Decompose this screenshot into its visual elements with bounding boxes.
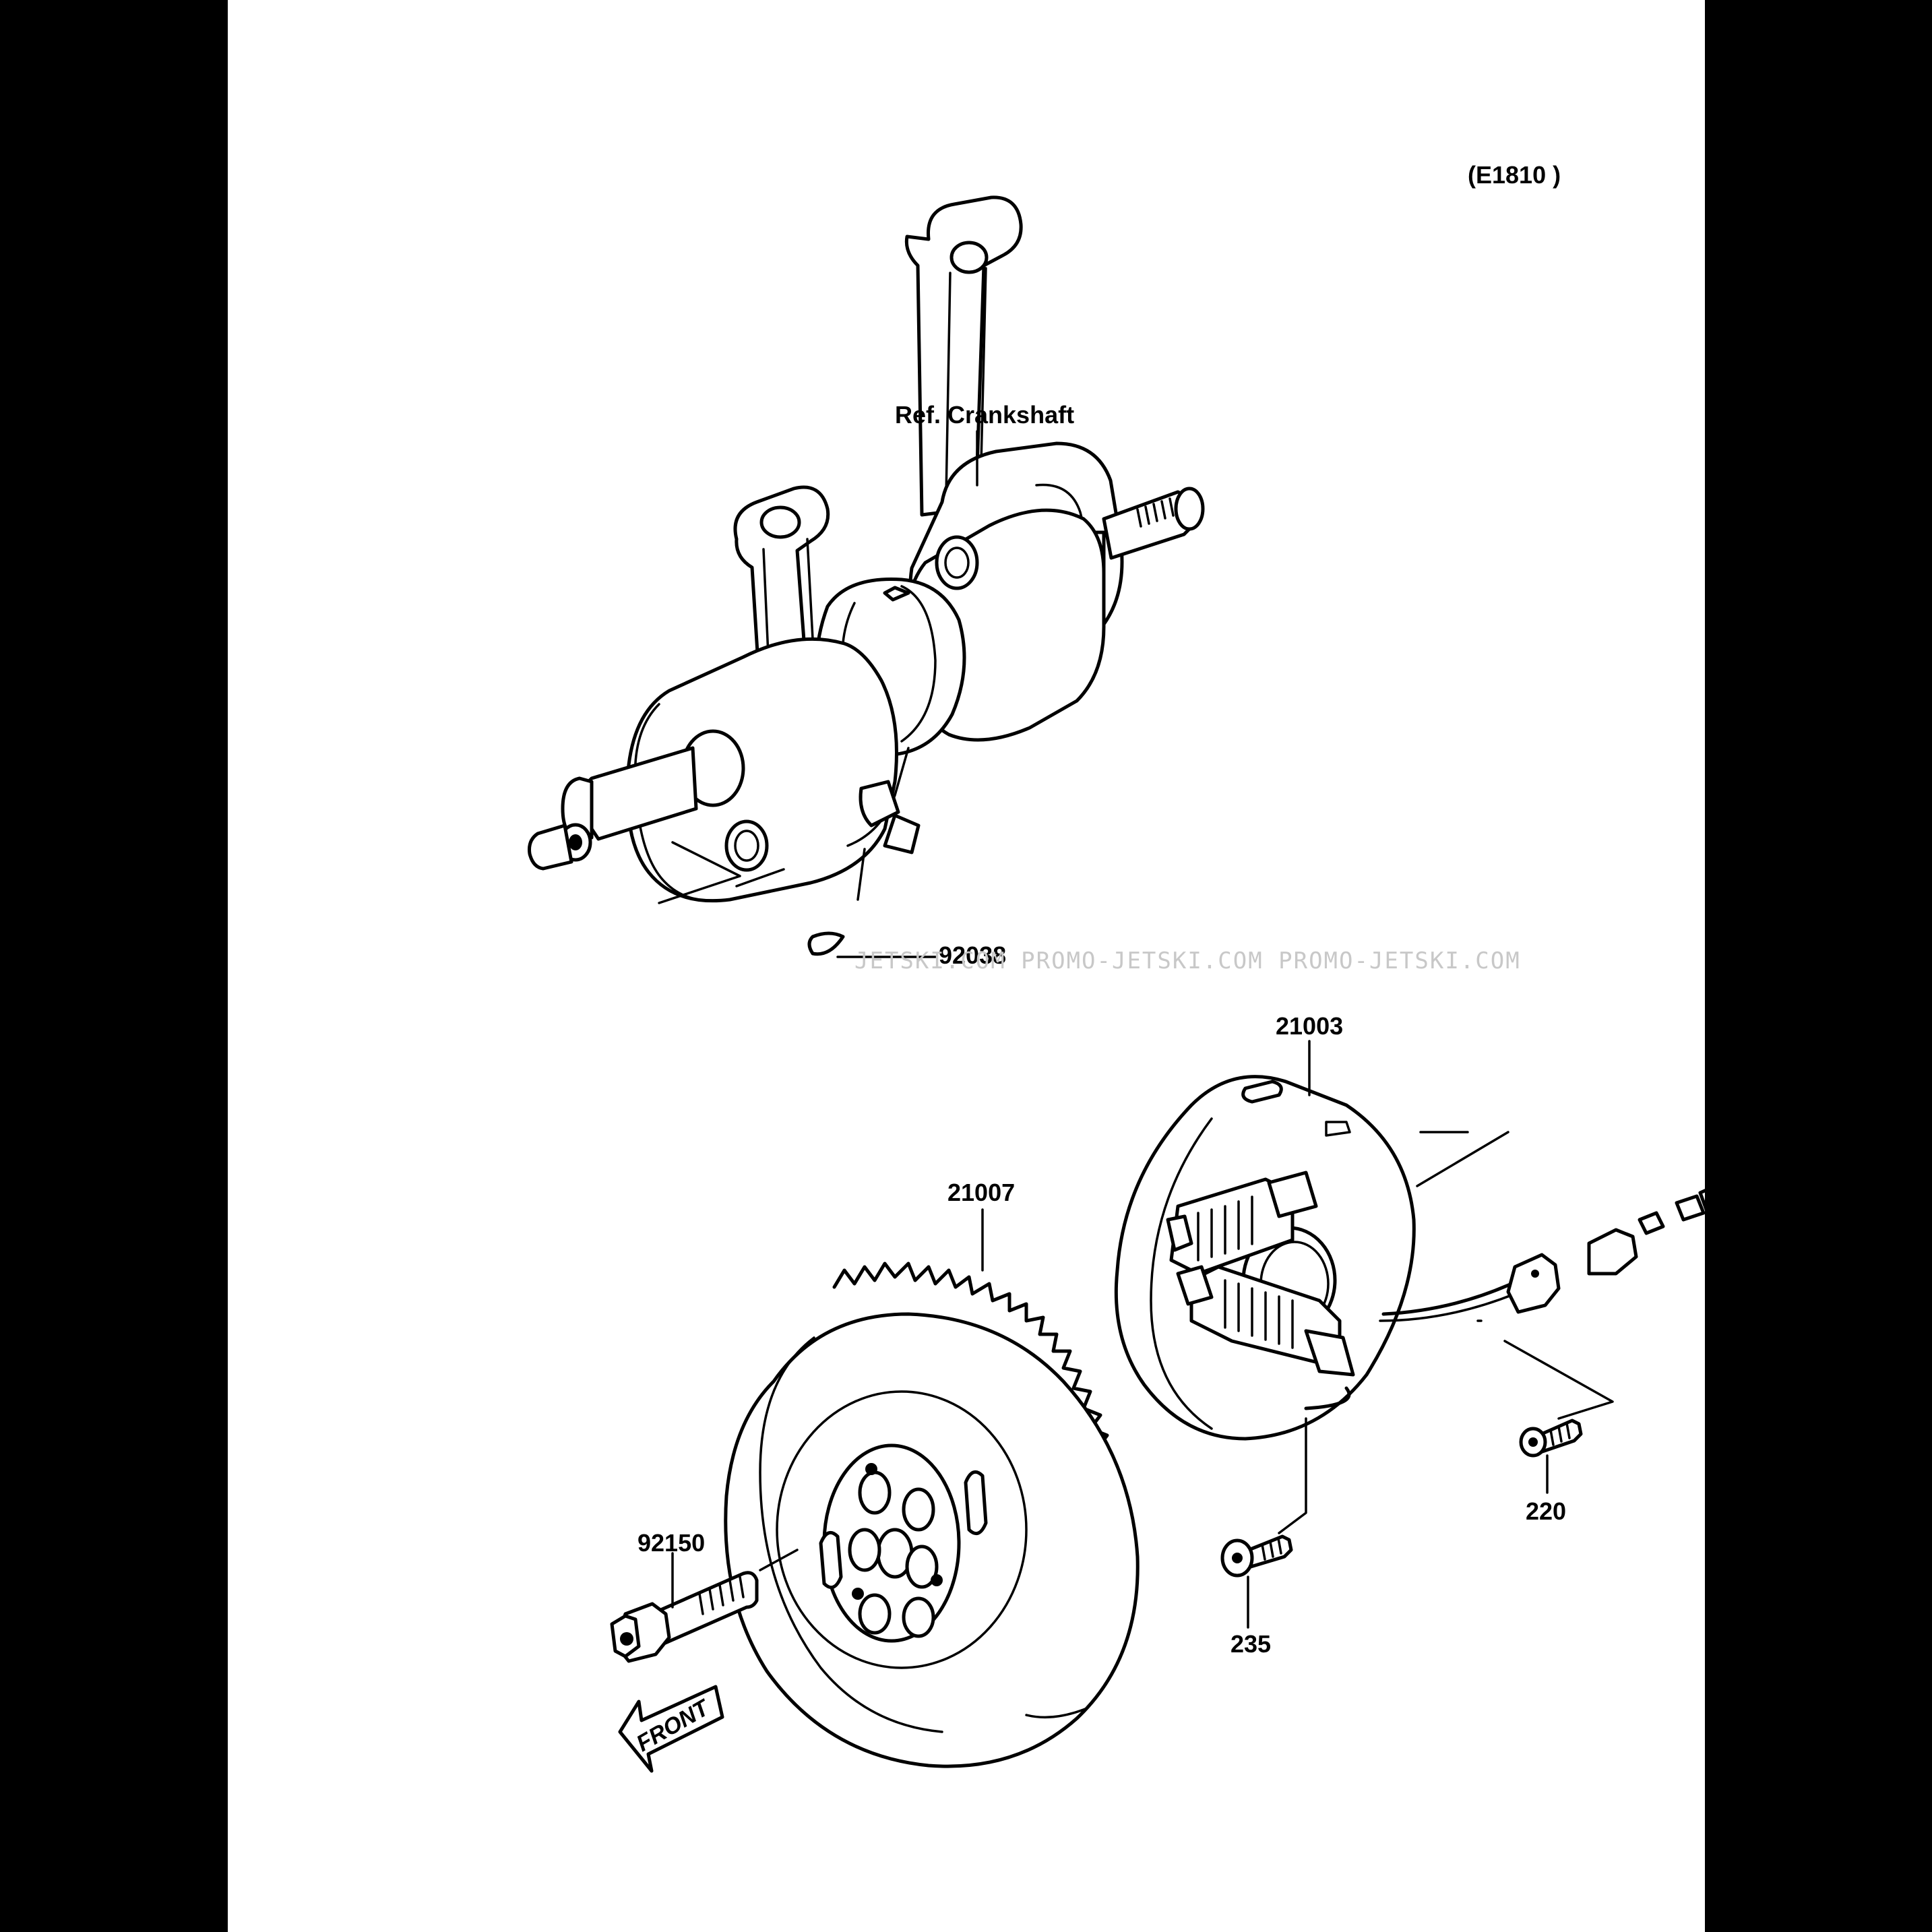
stator-axis-marker bbox=[1416, 1131, 1509, 1187]
part-number-92150: 92150 bbox=[637, 1529, 705, 1557]
parts-diagram: (E1810 ) bbox=[528, 161, 1705, 1773]
left-connecting-rod bbox=[733, 485, 830, 697]
stator-upper-coil bbox=[1166, 1171, 1318, 1276]
flywheel-illustration bbox=[724, 1261, 1140, 1768]
stator-lead-bend bbox=[1304, 1386, 1351, 1410]
stator-lower-coil bbox=[1176, 1265, 1355, 1377]
part-number-220: 220 bbox=[1526, 1497, 1566, 1525]
front-direction-arrow: FRONT bbox=[618, 1685, 724, 1773]
left-taper-shaft bbox=[528, 729, 745, 871]
crankshaft-illustration bbox=[528, 195, 1205, 904]
right-shaft-end bbox=[1102, 487, 1205, 560]
wire-harness-connectors bbox=[1476, 1189, 1705, 1322]
diagram-code: (E1810 ) bbox=[1468, 161, 1561, 189]
right-connecting-rod bbox=[904, 195, 1023, 517]
stator-illustration bbox=[1114, 1075, 1516, 1441]
flywheel-bolt bbox=[610, 1549, 799, 1663]
crank-axis-marker bbox=[658, 841, 741, 904]
ref-crankshaft-label: Ref. Crankshaft bbox=[895, 401, 1074, 429]
part-number-235: 235 bbox=[1230, 1630, 1271, 1658]
left-crank-web bbox=[625, 637, 921, 903]
diagram-sheet: (E1810 ) bbox=[228, 0, 1705, 1932]
stator-screw bbox=[1220, 1417, 1307, 1629]
woodruff-key bbox=[735, 848, 937, 958]
grommet-screw bbox=[1503, 1340, 1614, 1494]
stator-harness bbox=[1381, 1282, 1514, 1316]
part-number-21003: 21003 bbox=[1276, 1012, 1343, 1040]
part-number-21007: 21007 bbox=[947, 1179, 1015, 1206]
watermark-text: JETSKI.COM PROMO-JETSKI.COM PROMO-JETSKI… bbox=[854, 947, 1521, 974]
part-number-92038: 92038 bbox=[939, 941, 1006, 969]
